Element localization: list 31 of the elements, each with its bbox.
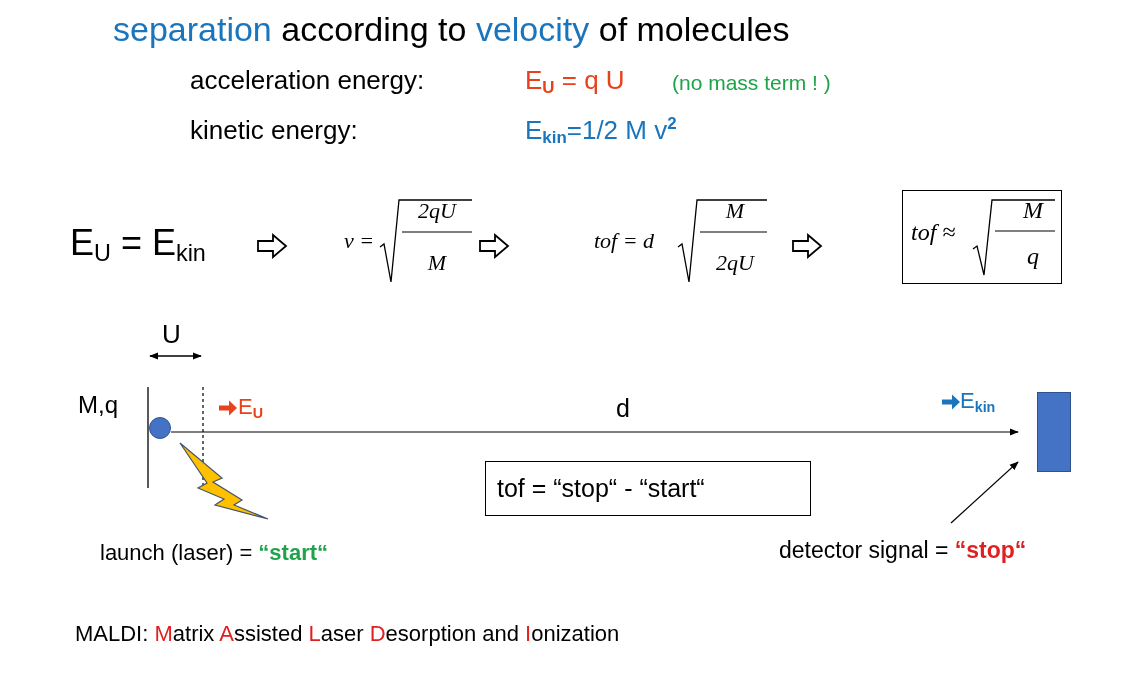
- formula-box: [902, 190, 1062, 284]
- energy-label: E$_{kin}$: [960, 388, 996, 414]
- ion-circle: [149, 417, 171, 439]
- equation: E$_{U}$ = E$_{kin}$: [70, 222, 206, 264]
- equation: E$_{U}$ = q U: [525, 66, 625, 96]
- note: (no mass term ! ): [672, 71, 831, 96]
- equation-box: [485, 461, 811, 516]
- caption-text: launch (laser) = “start“: [100, 540, 329, 566]
- fraction-numerator: M: [1023, 197, 1043, 225]
- particle-label: M,q: [78, 391, 118, 419]
- fraction-denominator: M: [427, 250, 447, 276]
- detector-bar: [1037, 392, 1071, 472]
- equation-term: tof = d: [594, 228, 655, 254]
- equation-label: acceleration energy:: [190, 66, 425, 96]
- fraction-denominator: 2qU: [716, 250, 754, 276]
- equation-term: tof ≈: [911, 219, 956, 247]
- fraction-numerator: 2qU: [418, 198, 456, 224]
- footnote-text: MALDI: Matrix Assisted Laser Desorption and Ionization: [75, 621, 620, 647]
- equation: E$_{kin}$=1/2 M v$^{2}$: [525, 116, 677, 146]
- equation-text: tof = “stop“ - “start“: [497, 474, 705, 503]
- dimension-label: U: [162, 320, 181, 350]
- distance-label: d: [616, 394, 630, 423]
- caption-text: detector signal = “stop“: [779, 537, 1027, 564]
- title: separation according to velocity of molecules: [113, 10, 790, 50]
- leader-line: [170, 428, 1019, 436]
- energy-label: E$_{U}$: [238, 394, 263, 420]
- leader-line: [950, 461, 1019, 524]
- fraction-denominator: q: [1027, 243, 1039, 271]
- fraction-numerator: M: [725, 198, 745, 224]
- equation-label: kinetic energy:: [190, 116, 358, 146]
- equation-term: v =: [344, 228, 375, 254]
